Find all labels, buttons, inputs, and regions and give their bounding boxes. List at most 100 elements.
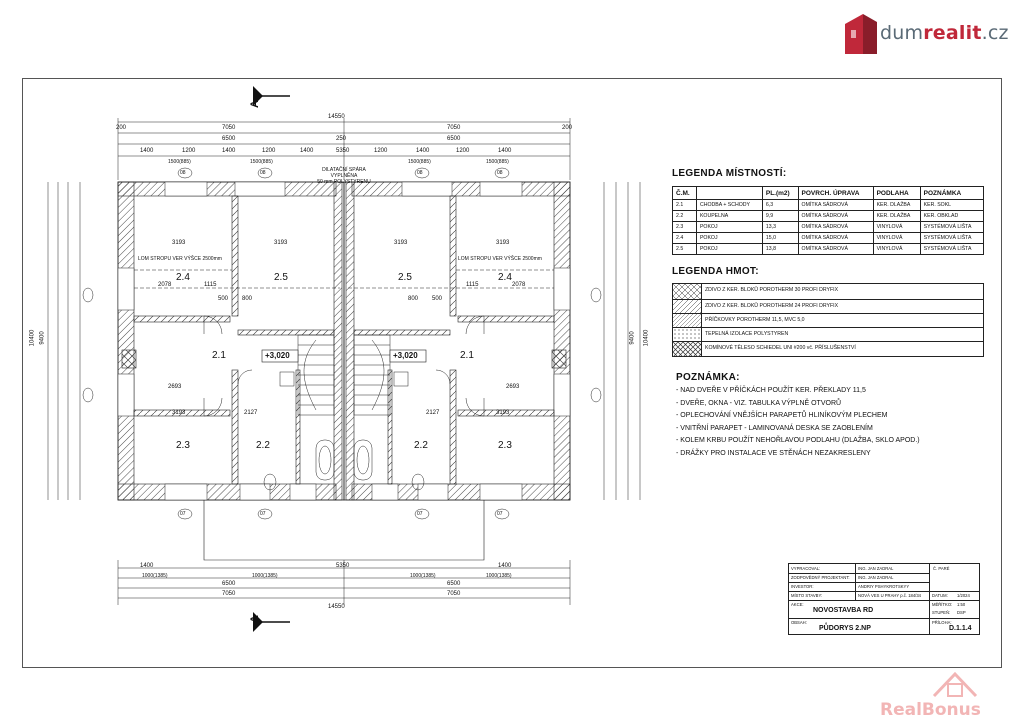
tb-zodp-key: ZODPOVĚDNÝ PROJEKTANT: xyxy=(791,575,850,580)
dim-total-bottom: 14550 xyxy=(328,604,345,610)
dim-500-right: 500 xyxy=(432,296,443,302)
table-cell: VINYLOVÁ xyxy=(872,243,921,255)
dim-seg-4: 1200 xyxy=(262,148,276,154)
insulation-swatch-icon xyxy=(673,328,702,342)
table-cell: 2.3 xyxy=(672,221,697,233)
dim-bseg-10: 1400 xyxy=(498,563,512,569)
chimney-swatch-icon xyxy=(673,342,702,357)
win-code-2: 08 xyxy=(260,170,266,176)
legend-rooms-title: LEGENDA MÍSTNOSTÍ: xyxy=(672,168,787,179)
tb-pare: Č. PARÉ xyxy=(933,566,950,571)
table-cell: OMÍTKA SÁDROVÁ xyxy=(797,232,874,244)
legend-materials-box: ZDIVO Z KER. BLOKŮ POROTHERM 30 PROFI DR… xyxy=(672,283,984,357)
dim-half-right-bottom: 7050 xyxy=(447,591,461,597)
top-dimensions xyxy=(47,118,641,605)
table-header: POZNÁMKA xyxy=(919,186,985,200)
legend-material-item: KOMÍNOVÉ TĚLESO SCHIEDEL UNI #200 vč. PŘ… xyxy=(673,341,983,357)
room-2-2-left: 2.2 xyxy=(256,440,270,451)
dim-seg-8: 1400 xyxy=(416,148,430,154)
table-cell: KOUPELNA xyxy=(695,210,763,222)
dim-room-w-3: 3193 xyxy=(394,240,408,246)
win-dim-2: 1500(885) xyxy=(250,159,273,165)
dim-height-inner-right: 9400 xyxy=(629,331,636,345)
level-markers xyxy=(261,349,427,363)
dim-seg-5: 1400 xyxy=(300,148,314,154)
table-header: POVRCH. ÚPRAVA xyxy=(797,186,874,200)
win-code-4: 08 xyxy=(497,170,503,176)
table-cell: OMÍTKA SÁDROVÁ xyxy=(797,243,874,255)
note-item: - VNITŘNÍ PARAPET - LAMINOVANÁ DESKA SE … xyxy=(676,424,873,432)
table-cell: OMÍTKA SÁDROVÁ xyxy=(797,221,874,233)
staircase-left xyxy=(297,334,335,416)
table-row: 2.1 CHODBA + SCHODY 6,3 OMÍTKA SÁDROVÁ K… xyxy=(672,199,985,211)
terrace-outline xyxy=(203,500,485,561)
note-item: - NAD DVEŘE V PŘÍČKÁCH POUŽÍT KER. PŘEKL… xyxy=(676,387,866,394)
room-2-3-right: 2.3 xyxy=(498,440,512,451)
room-2-1-left: 2.1 xyxy=(212,350,226,361)
table-cell: POKOJ xyxy=(695,232,763,244)
dim-seg-3: 1400 xyxy=(222,148,236,154)
win-dim-1: 1500(885) xyxy=(168,159,191,165)
win-dim-3: 1500(885) xyxy=(408,159,431,165)
tb-obsah-value: PŮDORYS 2.NP xyxy=(819,625,871,632)
dim-inner-right-bottom: 6500 xyxy=(447,581,461,587)
lom-note-right: LOM STROPU VER VÝŠCE 2500mm xyxy=(458,256,542,262)
logo-mark-icon xyxy=(845,14,877,54)
dim-800-left: 800 xyxy=(242,296,253,302)
win-code-6: 07 xyxy=(260,511,266,517)
legend-materials-title: LEGENDA HMOT: xyxy=(672,266,759,277)
tb-misto-key: MÍSTO STAVBY: xyxy=(791,593,823,598)
section-label-top: A xyxy=(248,100,261,108)
table-header-row: Č.M. PL.(m2) POVRCH. ÚPRAVA PODLAHA POZN… xyxy=(672,186,985,200)
tb-meritko-key: MĚŘÍTKO: xyxy=(932,602,953,607)
win-code-8: 07 xyxy=(497,511,503,517)
drawing-frame xyxy=(22,78,1002,668)
tb-obsah-key: OBSAH: xyxy=(791,620,807,625)
realbonus-watermark: RealBonus xyxy=(880,700,981,720)
room-2-5-left: 2.5 xyxy=(274,272,288,283)
dumrealit-logo[interactable] xyxy=(843,10,1013,54)
tb-misto-value: NOVÁ VES U PRAHY p.č. 184/34 xyxy=(858,593,921,598)
tb-vypracoval-key: VYPRACOVAL: xyxy=(791,566,821,571)
dim-gap: 250 xyxy=(336,136,347,142)
tb-akce-key: AKCE: xyxy=(791,602,804,607)
table-cell: VINYLOVÁ xyxy=(872,221,921,233)
tb-meritko-value: 1:50 xyxy=(957,602,966,607)
tb-priloha-key: PŘÍLOHA: xyxy=(932,620,952,625)
door-swings xyxy=(203,315,485,417)
table-cell: KER. DLAŽBA xyxy=(872,210,921,222)
legend-material-item: ZDIVO Z KER. BLOKŮ POROTHERM 30 PROFI DR… xyxy=(673,284,983,299)
lom-note-left: LOM STROPU VER VÝŠCE 2500mm xyxy=(138,256,222,262)
tb-investor-value: ANDRIY PSHYKROTSKYY xyxy=(858,584,910,589)
dim-seg-1: 1400 xyxy=(140,148,154,154)
realbonus-house-icon xyxy=(932,671,978,698)
interior-walls xyxy=(133,195,555,485)
dim-room-w-6: 3193 xyxy=(496,410,510,416)
dim-2693-left: 2693 xyxy=(168,384,182,390)
win-dim-b2: 1000(1385) xyxy=(252,573,278,579)
dim-room-w-2: 3193 xyxy=(274,240,288,246)
dim-1115-left: 1115 xyxy=(204,282,217,288)
table-row: 2.4 POKOJ 15,0 OMÍTKA SÁDROVÁ VINYLOVÁ S… xyxy=(672,232,985,244)
window-code-markers xyxy=(82,167,602,520)
legend-material-item: TEPELNÁ IZOLACE POLYSTYREN xyxy=(673,327,983,342)
win-dim-b1: 1000(1385) xyxy=(142,573,168,579)
level-left: +3,020 xyxy=(265,351,290,360)
room-2-4-right: 2.4 xyxy=(498,272,512,283)
dim-800-right: 800 xyxy=(408,296,419,302)
table-cell: 15,0 xyxy=(761,232,799,244)
table-header xyxy=(695,186,763,200)
dim-seg-6: 5350 xyxy=(336,148,350,154)
tb-akce-value: NOVOSTAVBA RD xyxy=(813,607,874,614)
tb-priloha-value: D.1.1.4 xyxy=(949,625,972,632)
dim-inner-left: 6500 xyxy=(222,136,236,142)
win-code-5: 07 xyxy=(180,511,186,517)
win-code-1: 08 xyxy=(180,170,186,176)
table-cell: VINYLOVÁ xyxy=(872,232,921,244)
dim-room-w-4: 3193 xyxy=(496,240,510,246)
dim-inner-right: 6500 xyxy=(447,136,461,142)
title-block: VYPRACOVAL: ING. JAN ZADRAL ZODPOVĚDNÝ P… xyxy=(788,563,980,635)
dim-2078-left: 2078 xyxy=(158,282,172,288)
chimneys xyxy=(121,349,567,369)
